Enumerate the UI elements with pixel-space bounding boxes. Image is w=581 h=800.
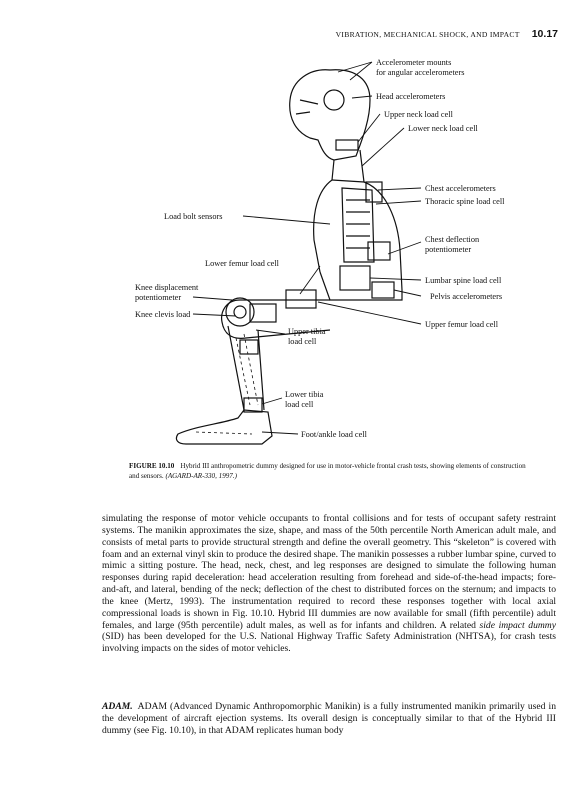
- body-text-b: (SID) has been developed for the U.S. Na…: [102, 631, 556, 655]
- figure-hybrid-iii-dummy: Accelerometer mounts for angular acceler…: [135, 58, 505, 445]
- label-load-bolt-sensors: Load bolt sensors: [164, 212, 223, 221]
- label-knee-displacement-1: Knee displacement: [135, 283, 199, 292]
- figure-labels: Accelerometer mounts for angular acceler…: [135, 58, 505, 439]
- label-lower-tibia-1: Lower tibia: [285, 390, 324, 399]
- label-thoracic-spine-load-cell: Thoracic spine load cell: [425, 197, 505, 206]
- label-knee-displacement-2: potentiometer: [135, 293, 181, 302]
- label-upper-neck-load-cell: Upper neck load cell: [384, 110, 454, 119]
- running-title: VIBRATION, MECHANICAL SHOCK, AND IMPACT: [335, 30, 520, 39]
- figure-caption-text: Hybrid III anthropometric dummy designed…: [129, 462, 526, 480]
- dummy-illustration: [175, 69, 403, 445]
- label-chest-accelerometers: Chest accelerometers: [425, 184, 496, 193]
- label-lumbar-spine-load-cell: Lumbar spine load cell: [425, 276, 502, 285]
- figure-caption-source: (AGARD-AR-330, 1997.): [165, 472, 237, 480]
- body-term-side-impact-dummy: side impact dummy: [479, 619, 557, 631]
- label-lower-femur-load-cell: Lower femur load cell: [205, 259, 280, 268]
- label-pelvis-accelerometers: Pelvis accelerometers: [430, 292, 502, 301]
- section-run-in-heading: ADAM.: [102, 701, 133, 712]
- label-lower-tibia-2: load cell: [285, 400, 314, 409]
- label-upper-tibia-2: load cell: [288, 337, 317, 346]
- body-paragraph-2: ADAM.ADAM (Advanced Dynamic Anthropomorp…: [102, 701, 556, 737]
- page-number: 10.17: [531, 28, 558, 40]
- figure-caption-label: FIGURE 10.10: [129, 462, 175, 470]
- label-accelerometer-mounts-1: Accelerometer mounts: [376, 58, 451, 67]
- label-upper-femur-load-cell: Upper femur load cell: [425, 320, 499, 329]
- label-upper-tibia-1: Upper tibia: [288, 327, 326, 336]
- label-lower-neck-load-cell: Lower neck load cell: [408, 124, 478, 133]
- body-text-adam: ADAM (Advanced Dynamic Anthropomorphic M…: [102, 701, 556, 736]
- running-header: VIBRATION, MECHANICAL SHOCK, AND IMPACT 1…: [0, 24, 558, 42]
- label-chest-deflection-2: potentiometer: [425, 245, 471, 254]
- label-head-accelerometers: Head accelerometers: [376, 92, 445, 101]
- label-chest-deflection-1: Chest deflection: [425, 235, 480, 244]
- body-paragraph-1: simulating the response of motor vehicle…: [102, 513, 556, 655]
- label-accelerometer-mounts-2: for angular accelerometers: [376, 68, 464, 77]
- label-knee-clevis-load: Knee clevis load: [135, 310, 191, 319]
- leader-lines: [192, 61, 422, 435]
- body-text-a: simulating the response of motor vehicle…: [102, 513, 556, 631]
- label-foot-ankle-load-cell: Foot/ankle load cell: [301, 430, 368, 439]
